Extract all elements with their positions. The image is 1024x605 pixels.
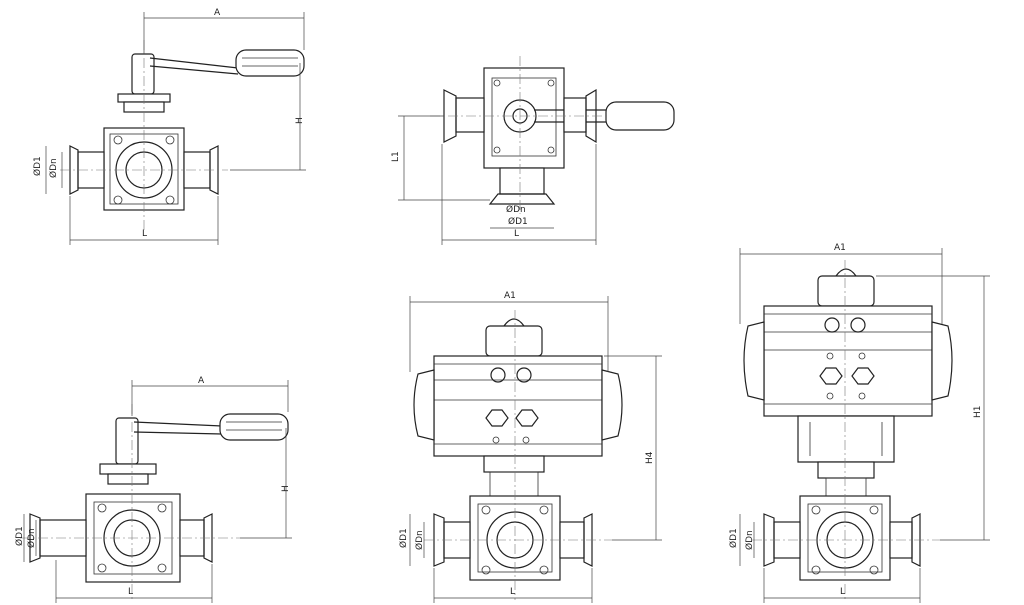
dim-label-L-3: L	[510, 587, 515, 597]
handle-grip	[235, 49, 305, 77]
view-manual-front-bottom: A H L ØD1 ØDn	[14, 376, 292, 603]
dim-label-H1: H1	[973, 406, 983, 419]
dim-label-D1-top: ØD1	[508, 216, 528, 227]
dim-label-L: L	[142, 229, 147, 239]
view-manual-top: L1 ØDn ØD1 L	[391, 56, 675, 245]
dim-label-D1: ØD1	[32, 156, 43, 176]
valve-body-top	[483, 67, 565, 169]
dim-label-H: H	[295, 117, 305, 124]
dim-label-L-4: L	[840, 587, 845, 597]
dim-label-Dn-4: ØDn	[744, 530, 755, 550]
dim-label-L-top: L	[514, 229, 519, 239]
actuator-body-2	[763, 305, 933, 417]
view-pneumatic-middle: A1 H4 L ØD1 ØDn	[398, 291, 662, 603]
handle-grip-top	[605, 101, 675, 131]
dim-label-H-2: H	[281, 485, 291, 492]
dim-label-A1-2: A1	[834, 243, 846, 253]
dim-label-D1-4: ØD1	[728, 528, 739, 548]
view-manual-front-top: A H L ØD1 ØDn	[32, 8, 306, 245]
dim-label-D1-3: ØD1	[398, 528, 409, 548]
dim-label-Dn-2: ØDn	[26, 528, 37, 548]
handle-stem	[131, 53, 155, 95]
handle-grip-2	[219, 413, 289, 441]
view-pneumatic-right: A1 H1 L ØD1 ØDn	[728, 243, 990, 603]
handle-arm	[149, 57, 239, 69]
left-clamp-ferrule	[69, 145, 79, 195]
dim-label-Dn-3: ØDn	[414, 530, 425, 550]
dim-label-A1: A1	[504, 291, 516, 301]
dim-label-L-2: L	[128, 587, 133, 597]
dim-label-D1-2: ØD1	[14, 526, 25, 546]
dim-label-A-2: A	[198, 376, 205, 386]
mounting-bracket	[797, 415, 895, 463]
dim-label-H4: H4	[645, 451, 655, 464]
handle-stem-2	[115, 417, 139, 465]
right-clamp-ferrule	[209, 145, 219, 195]
dim-label-L1: L1	[391, 151, 401, 162]
dim-label-Dn-top: ØDn	[506, 204, 526, 215]
dim-label-Dn: ØDn	[48, 158, 59, 178]
dim-label-A: A	[214, 8, 221, 18]
